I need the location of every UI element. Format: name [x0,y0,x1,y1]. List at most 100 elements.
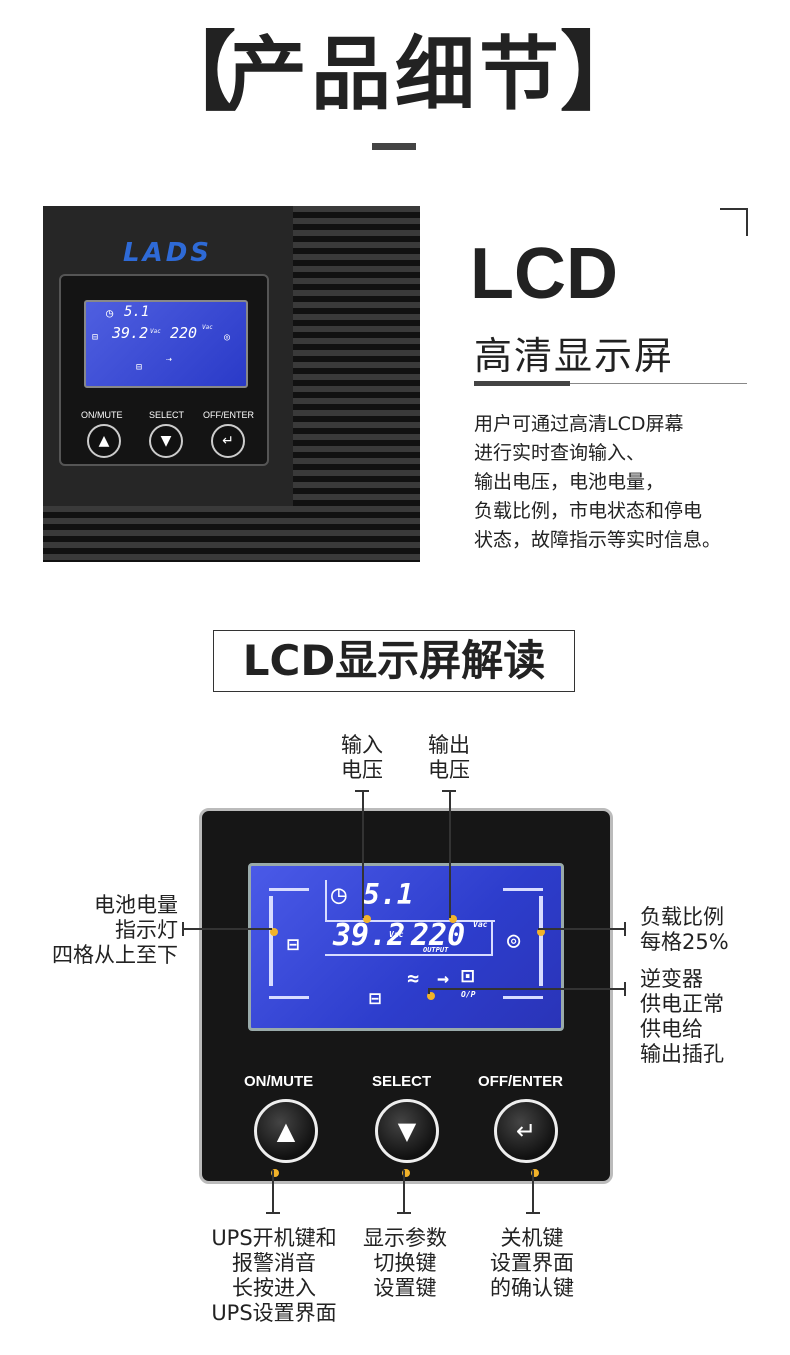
lcd-segment [325,954,491,956]
callout-text: 四格从上至下 [52,943,178,967]
callout-text: 报警消音 [232,1251,316,1275]
ups-vent-ribs-bottom [43,506,293,562]
ups-lcd-battery-icon: ⊟ [92,332,99,343]
callout-tick [266,1212,280,1214]
ups-lcd-battery-small-icon: ⊟ [136,362,143,373]
triangle-down-icon: ▼ [160,433,172,449]
battery-indicator-dot [270,928,278,936]
lcd-load-bar [539,896,543,986]
ups-device: LADS ◷ 5.1 39.2 Vac 220 Vac ⊟ ⇢ ⊟ ◎ ON/M… [43,206,420,562]
callout-line-on-mute [272,1170,274,1214]
lcd-arrow-icon: → [437,966,450,990]
lcd-load-icon: ◎ [507,928,521,953]
lcd-output-unit: Vac [473,920,488,929]
corner-decoration [720,208,748,236]
lcd-description-line: 输出电压，电池电量， [474,471,665,493]
callout-text: 输出插孔 [640,1042,724,1066]
callout-line-select [403,1170,405,1214]
callout-output-voltage: 输出 电压 [417,733,481,783]
triangle-down-icon: ▼ [397,1117,417,1145]
off-enter-dot [531,1169,539,1177]
callout-line-battery [182,928,272,930]
inverter-indicator-dot [427,992,435,1000]
lcd-segment [503,996,543,999]
title-bracket-left: 【 [150,23,236,123]
off-enter-button[interactable]: ↵ [494,1099,558,1163]
callout-load: 负载比例 每格25% [640,905,760,955]
lcd-output-tag: OUTPUT [423,946,449,954]
select-dot [402,1169,410,1177]
lcd-clock-icon: ◷ [331,880,347,910]
callout-text: 负载比例 [640,905,724,929]
ups-lcd-screen: ◷ 5.1 39.2 Vac 220 Vac ⊟ ⇢ ⊟ ◎ [84,300,248,388]
enter-arrow-icon: ↵ [222,433,234,449]
lcd-outlet-icon: ⊡ [461,964,475,989]
lcd-description: 用户可通过高清LCD屏幕 进行实时查询输入、 输出电压，电池电量， 负载比例，市… [474,410,774,555]
select-button[interactable]: ▼ [375,1099,439,1163]
callout-line-off-enter [532,1170,534,1214]
lcd-description-line: 负载比例，市电状态和停电 [474,500,703,522]
lcd-heading: LCD [470,234,618,314]
lcd-battery-icon: ⊟ [287,932,300,956]
ups-lcd-time: 5.1 [124,304,150,320]
ups-select-label: SELECT [149,410,185,420]
lcd-description-line: 进行实时查询输入、 [474,442,646,464]
callout-text: 设置界面 [490,1251,574,1275]
lcd-battery-bar [269,896,273,986]
lcd-segment [491,920,493,956]
ups-on-mute-label: ON/MUTE [81,410,123,420]
callout-text: 电池电量 [94,893,178,917]
callout-tick [624,922,626,936]
lcd-time: 5.1 [363,878,414,911]
ups-lcd-inverter-icon: ⇢ [166,354,173,365]
lcd-segment [325,880,327,920]
on-mute-button[interactable]: ▲ [254,1099,318,1163]
lcd-description-line: 用户可通过高清LCD屏幕 [474,413,684,435]
load-indicator-dot [537,928,545,936]
callout-line-inverter [428,988,624,990]
lcd-subheading: 高清显示屏 [474,334,675,378]
control-panel-closeup: ◷ 5.1 39.2 Vac 220 Vac OUTPUT ⊟ ◎ ≈ → ⊡ … [199,808,613,1184]
on-mute-label: ON/MUTE [244,1073,314,1090]
ups-on-mute-button[interactable]: ▲ [87,424,121,458]
callout-select: 显示参数 切换键 设置键 [350,1226,460,1301]
lcd-rule-thin [570,383,747,384]
callout-on-mute: UPS开机键和 报警消音 长按进入 UPS设置界面 [196,1226,352,1326]
ups-vent-ribs [293,206,420,562]
ups-control-panel: ◷ 5.1 39.2 Vac 220 Vac ⊟ ⇢ ⊟ ◎ ON/MUTE S… [59,274,269,466]
ups-lcd-input-voltage: 39.2 [112,324,149,342]
callout-text: 长按进入 [232,1276,316,1300]
callout-line-input [362,790,364,918]
callout-tick [526,1212,540,1214]
callout-text: 显示参数 [363,1226,447,1250]
input-voltage-dot [363,915,371,923]
lcd-input-voltage: 39.2 [333,918,406,953]
lcd-screen: ◷ 5.1 39.2 Vac 220 Vac OUTPUT ⊟ ◎ ≈ → ⊡ … [248,863,564,1031]
title-bracket-right: 】 [560,23,646,123]
callout-text: 设置键 [373,1276,437,1300]
page-title: 产品细节 [227,28,563,121]
callout-text: 供电正常 [640,992,724,1016]
callout-inverter: 逆变器 供电正常 供电给 输出插孔 [640,967,760,1067]
callout-text: 输出 [428,733,470,757]
brand-logo: LADS [123,238,212,268]
lcd-rule-accent [474,381,570,386]
callout-text: 关机键 [500,1226,564,1250]
select-label: SELECT [372,1073,432,1090]
lcd-description-line: 状态，故障指示等实时信息。 [474,529,722,551]
triangle-up-icon: ▲ [98,433,110,449]
ups-lcd-load-icon: ◎ [224,332,231,343]
callout-off-enter: 关机键 设置界面 的确认键 [476,1226,588,1301]
output-voltage-dot [449,915,457,923]
ups-select-button[interactable]: ▼ [149,424,183,458]
lcd-segment [503,888,543,891]
callout-text: 电压 [341,758,383,782]
ups-lcd-input-unit: Vac [150,328,161,335]
lcd-segment [325,920,495,922]
callout-line-load [538,928,624,930]
lcd-output-voltage: 220 [411,918,466,953]
lcd-op-tag: O/P [461,990,476,999]
ups-off-enter-button[interactable]: ↵ [211,424,245,458]
lcd-input-unit: Vac [389,930,404,939]
lcd-segment [269,996,309,999]
